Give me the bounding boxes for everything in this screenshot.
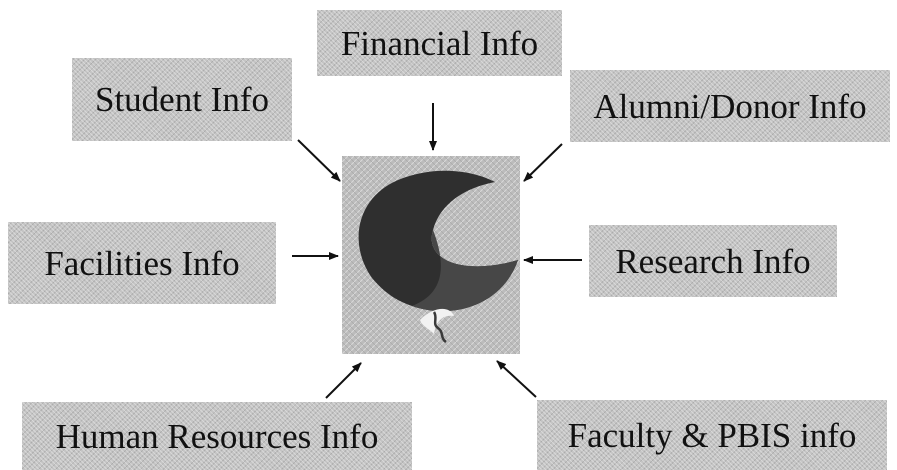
node-alumni-donor-info: Alumni/Donor Info [570, 70, 890, 142]
node-label: Research Info [615, 241, 811, 281]
node-financial-info: Financial Info [317, 10, 562, 76]
node-facilities-info: Facilities Info [8, 222, 276, 304]
node-label: Student Info [94, 80, 269, 119]
node-label: Faculty & PBIS info [567, 415, 857, 455]
arrow-alumni-to-center [523, 143, 563, 182]
node-label: Alumni/Donor Info [593, 86, 867, 126]
logo-torch-flame [420, 308, 454, 334]
node-label: Human Resources Info [55, 416, 379, 456]
arrow-hr-to-center [325, 362, 362, 399]
node-student-info: Student Info [72, 58, 292, 141]
node-research-info: Research Info [589, 225, 837, 297]
logo-crescent-shade [412, 230, 518, 312]
node-label: Facilities Info [44, 243, 240, 283]
arrow-faculty-to-center [496, 360, 537, 398]
node-faculty-pbis-info: Faculty & PBIS info [537, 400, 887, 470]
node-label: Financial Info [340, 23, 539, 63]
logo-crescent-icon [342, 156, 520, 354]
node-human-resources-info: Human Resources Info [22, 402, 412, 470]
arrow-student-to-center [297, 139, 341, 182]
logo-torch-stroke [432, 311, 447, 344]
